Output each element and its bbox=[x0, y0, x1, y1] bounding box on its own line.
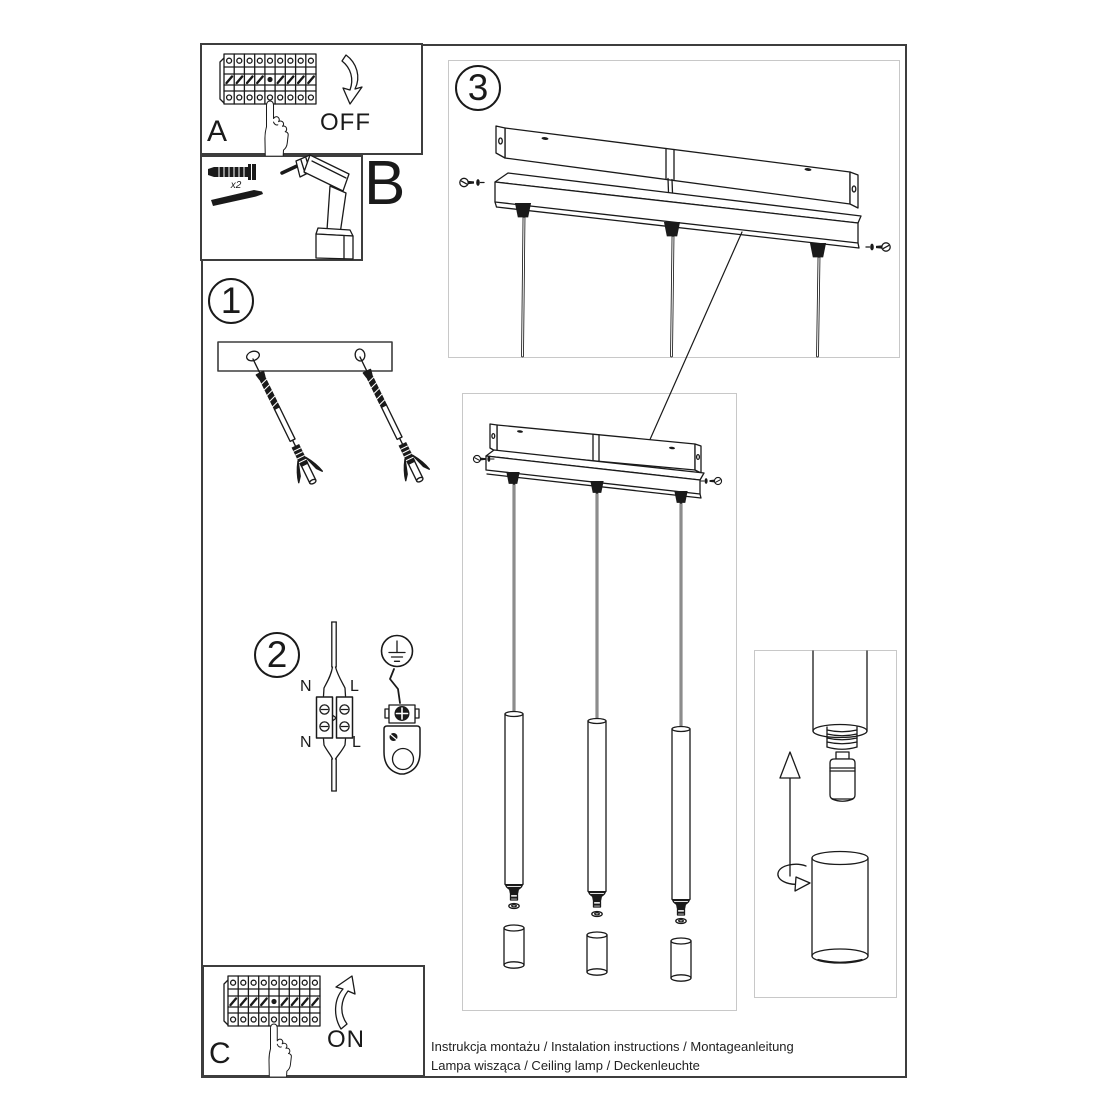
mounting-bracket-icon bbox=[489, 423, 702, 474]
mains-cable-icon bbox=[322, 738, 347, 792]
leader-line bbox=[647, 231, 743, 445]
shade-cylinder-detail bbox=[811, 850, 869, 964]
footer-line-titles: Instrukcja montażu / Instalation instruc… bbox=[431, 1039, 794, 1054]
wall-plug-quantity: x2 bbox=[230, 180, 242, 191]
step-1-number: 1 bbox=[208, 278, 254, 324]
terminal-block-icon bbox=[315, 696, 354, 739]
pointing-hand-icon bbox=[264, 100, 289, 157]
terminal-label-n-top: N bbox=[300, 678, 312, 695]
curved-arrow-up-icon bbox=[334, 975, 356, 1030]
suspension-cables bbox=[521, 215, 821, 358]
wall-plug-icon bbox=[208, 163, 256, 181]
footer-line-product: Lampa wisząca / Ceiling lamp / Deckenleu… bbox=[431, 1057, 700, 1073]
panel-lamp-overview bbox=[462, 393, 737, 1011]
side-screw-icon bbox=[459, 177, 485, 188]
tube-thread-detail bbox=[812, 650, 868, 750]
step-b-label: B bbox=[364, 149, 406, 218]
step-a-action-off: OFF bbox=[320, 109, 371, 136]
cable-gland-icon bbox=[589, 480, 605, 494]
main-frame bbox=[201, 44, 907, 1078]
step-2-number: 2 bbox=[254, 632, 300, 678]
terminal-label-l-top: L bbox=[350, 678, 359, 695]
cable-gland-icon bbox=[663, 221, 681, 238]
terminal-label-l-bottom: L bbox=[352, 734, 361, 751]
ceiling-canopy-icon bbox=[485, 449, 705, 499]
ceiling-canopy-icon bbox=[494, 172, 862, 249]
side-screw-icon bbox=[700, 476, 723, 486]
panel-shade-detail bbox=[754, 650, 897, 998]
panel-step3-canopy bbox=[448, 60, 900, 358]
pointing-hand-icon bbox=[268, 1023, 292, 1077]
terminal-label-n-bottom: N bbox=[300, 734, 312, 751]
ground-clamp-icon bbox=[383, 668, 421, 775]
mounting-screw-icon bbox=[211, 190, 263, 206]
assembly-arrow-up-icon bbox=[779, 751, 801, 877]
suspension-cables bbox=[512, 482, 683, 730]
side-screw-icon bbox=[865, 242, 891, 252]
mounting-rail-icon bbox=[217, 341, 393, 372]
lamp-tube bbox=[504, 710, 691, 903]
gu10-bulb-icon bbox=[829, 751, 856, 802]
rotate-arrow-icon bbox=[777, 863, 811, 892]
step-a-label: A bbox=[207, 115, 228, 148]
cable-gland-icon bbox=[809, 242, 827, 259]
shade-cylinder bbox=[503, 924, 692, 982]
cable-gland-icon bbox=[514, 202, 532, 219]
circuit-breaker-panel-icon bbox=[222, 974, 322, 1028]
earth-symbol-icon bbox=[380, 634, 414, 668]
footer: Instrukcja montażu / Instalation instruc… bbox=[431, 1038, 851, 1075]
circuit-breaker-panel-icon bbox=[218, 52, 318, 106]
power-drill-icon bbox=[280, 154, 354, 260]
mains-cable-icon bbox=[322, 621, 347, 697]
step-c-action-on: ON bbox=[327, 1026, 365, 1053]
step-c-label: C bbox=[209, 1037, 231, 1070]
step-3-number: 3 bbox=[455, 65, 501, 111]
bulb-socket bbox=[503, 883, 692, 916]
curved-arrow-down-icon bbox=[341, 54, 363, 105]
cable-gland-icon bbox=[673, 490, 689, 504]
cable-gland-icon bbox=[505, 471, 521, 485]
screw-with-wall-plug-icon bbox=[240, 352, 327, 490]
